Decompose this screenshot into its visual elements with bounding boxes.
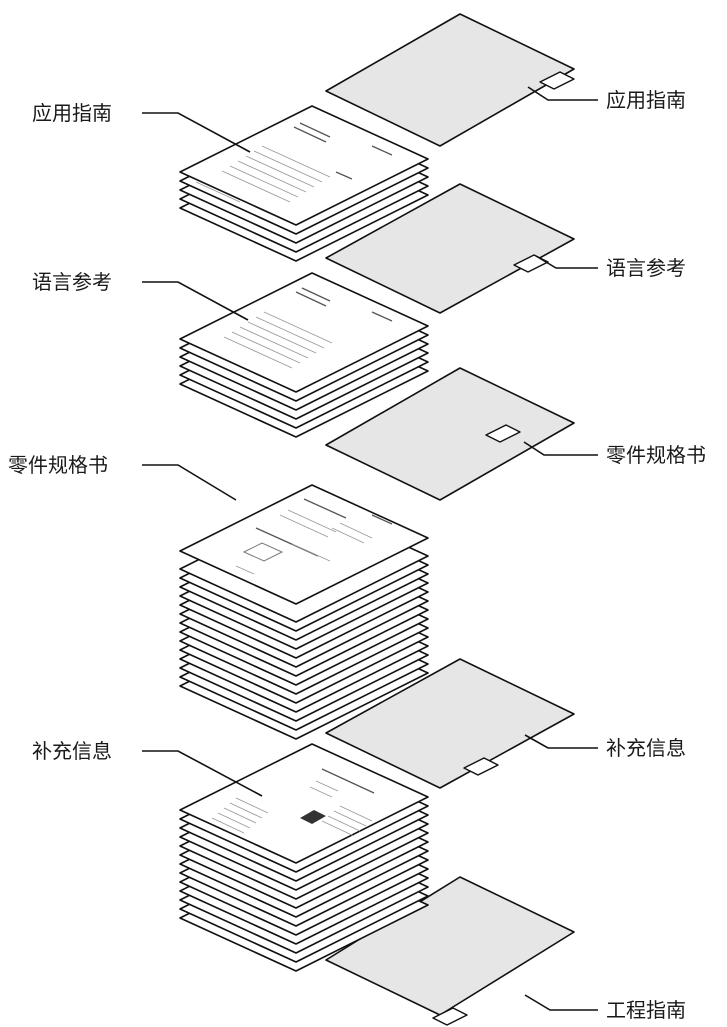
right-label-language-reference: 语言参考 (606, 256, 686, 280)
divider-language-reference (325, 183, 598, 314)
right-label-application-guide: 应用指南 (606, 88, 686, 112)
left-label-application-guide: 应用指南 (32, 101, 112, 125)
stack-language-reference: 语言参考 (32, 270, 429, 438)
page-top-supplementary-info (179, 743, 429, 864)
right-label-part-datasheet: 零件规格书 (606, 443, 706, 467)
page-top-application-guide (179, 105, 429, 226)
stack-supplementary-info: 补充信息 (32, 739, 429, 972)
stack-application-guide: 应用指南 (32, 101, 429, 262)
divider-application-guide (325, 13, 598, 147)
left-label-part-datasheet: 零件规格书 (8, 453, 108, 477)
page-top-language-reference (179, 272, 429, 393)
right-label-engineering-guide: 工程指南 (606, 998, 686, 1022)
divider-part-datasheet (325, 367, 598, 501)
stack-part-datasheet: 零件规格书 (8, 453, 429, 740)
left-label-language-reference: 语言参考 (32, 270, 112, 294)
divider-supplementary-info (325, 658, 598, 789)
left-label-supplementary-info: 补充信息 (32, 739, 112, 763)
page-top-part-datasheet (179, 484, 429, 605)
right-label-supplementary-info: 补充信息 (606, 736, 686, 760)
